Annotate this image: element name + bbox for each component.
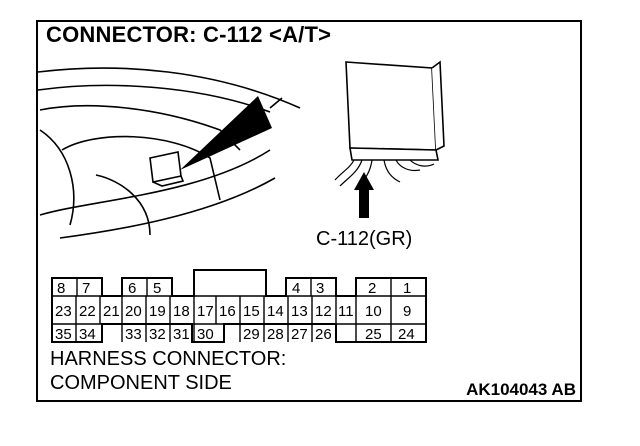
pin-25: 25 — [365, 326, 382, 343]
pin-24: 24 — [398, 326, 415, 343]
pin-26: 26 — [315, 326, 332, 343]
diagram-frame — [36, 20, 582, 402]
connector-label: C-112(GR) — [316, 228, 413, 250]
pin-8: 8 — [57, 280, 65, 297]
pin-35: 35 — [55, 326, 72, 343]
pin-16: 16 — [219, 303, 236, 320]
diagram-title: CONNECTOR: C-112 <A/T> — [46, 22, 332, 47]
pin-5: 5 — [153, 280, 161, 297]
pin-32: 32 — [149, 326, 166, 343]
pin-28: 28 — [267, 326, 284, 343]
pin-10: 10 — [365, 303, 382, 320]
pointer-arrow — [354, 172, 374, 218]
pin-31: 31 — [173, 326, 190, 343]
pin-9: 9 — [403, 303, 411, 320]
caption-line-1: HARNESS CONNECTOR: — [50, 348, 287, 370]
caption-line-2: COMPONENT SIDE — [50, 372, 232, 394]
pin-17: 17 — [197, 303, 214, 320]
pin-6: 6 — [128, 280, 136, 297]
pin-27: 27 — [291, 326, 308, 343]
pin-19: 19 — [149, 303, 166, 320]
pin-23: 23 — [55, 303, 72, 320]
pin-1: 1 — [403, 280, 411, 297]
pin-30: 30 — [197, 326, 214, 343]
pin-11: 11 — [338, 303, 354, 320]
pin-7: 7 — [82, 280, 90, 297]
pin-3: 3 — [316, 280, 324, 297]
pin-21: 21 — [103, 303, 120, 320]
connector-module — [345, 60, 445, 161]
pin-cell-dividers — [75, 278, 392, 342]
pin-labels: 8 7 6 5 4 3 2 1 23 22 21 20 19 18 17 16 … — [55, 280, 415, 343]
pin-2: 2 — [368, 280, 376, 297]
pin-15: 15 — [243, 303, 260, 320]
pin-33: 33 — [125, 326, 142, 343]
dashboard-drawing — [37, 67, 301, 239]
callout-wedge — [180, 96, 272, 170]
pin-13: 13 — [291, 303, 308, 320]
pin-22: 22 — [79, 303, 96, 320]
pin-14: 14 — [267, 303, 284, 320]
pin-4: 4 — [292, 280, 300, 297]
pin-29: 29 — [243, 326, 260, 343]
figure-code: AK104043 AB — [466, 380, 576, 399]
pin-12: 12 — [315, 303, 332, 320]
pin-20: 20 — [125, 303, 142, 320]
wire-harness — [334, 159, 435, 191]
pin-34: 34 — [79, 326, 96, 343]
pin-18: 18 — [173, 303, 190, 320]
